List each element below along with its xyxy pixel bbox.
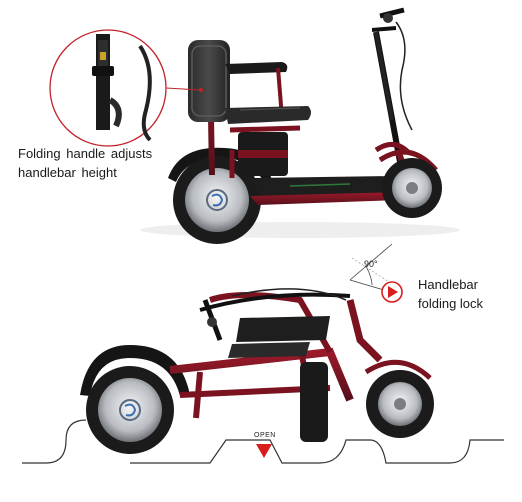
scooter-unfolded	[140, 7, 460, 244]
rear-wheel	[173, 156, 261, 244]
folded-rear-wheel	[86, 366, 174, 454]
folding-handle-caption-line1: Folding handle adjusts	[18, 146, 153, 161]
folded-front-wheel	[366, 370, 434, 438]
scooter-folded	[80, 288, 434, 454]
fold-outline	[22, 419, 504, 464]
handlebar-lock-caption-line2: folding lock	[418, 296, 484, 311]
play-icon	[381, 281, 403, 303]
handlebar-lock-caption-line1: Handlebar	[418, 277, 478, 292]
angle-indicator	[349, 243, 393, 291]
folding-handle-caption-line2: handlebar height	[18, 165, 117, 180]
open-label: OPEN	[254, 432, 276, 439]
handle-closeup-callout	[49, 29, 203, 147]
handlebar-lock-caption: Handlebar folding lock	[418, 275, 483, 313]
open-arrow-icon	[256, 444, 272, 458]
front-wheel	[382, 158, 442, 218]
angle-label: 90°	[364, 259, 378, 269]
folding-handle-caption: Folding handle adjusts handlebar height	[18, 144, 152, 182]
